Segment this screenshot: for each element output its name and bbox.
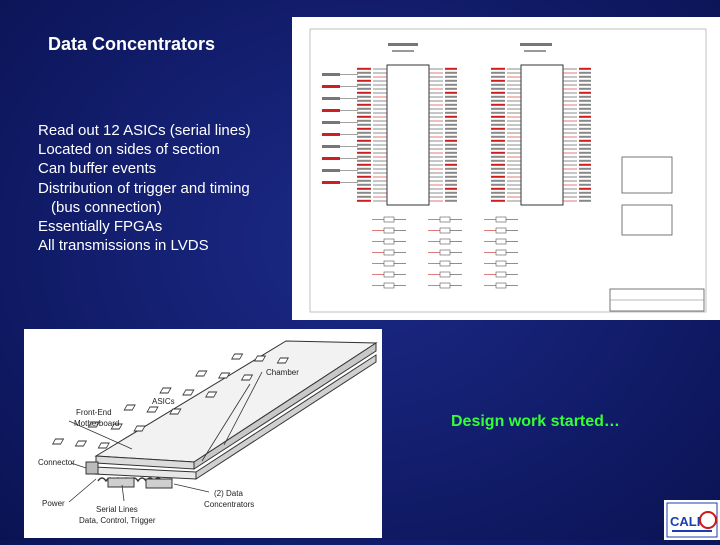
label-motherboard: Motherboard — [74, 419, 119, 428]
asic-chip — [169, 408, 182, 415]
asic-chip — [182, 389, 195, 396]
calice-logo: CALI — [664, 500, 720, 540]
bullet-item: All transmissions in LVDS — [38, 237, 209, 255]
chamber-drawing: Chamber ASICs Front-End Motherboard Conn… — [38, 340, 378, 525]
schematic-drawing — [309, 28, 707, 313]
asic-chip — [87, 421, 101, 428]
data-concentrator — [107, 477, 135, 488]
connector — [85, 461, 99, 475]
label-chamber: Chamber — [266, 368, 299, 377]
schematic-image — [292, 17, 720, 320]
bullet-item: Located on sides of section — [38, 141, 220, 159]
asic-chip — [240, 374, 254, 381]
slide-title: Data Concentrators — [48, 34, 216, 54]
asic-chip — [276, 357, 289, 364]
bullet-item: Can buffer events — [38, 160, 157, 178]
asic-chip — [230, 353, 244, 360]
label-serial-lines: Serial Lines — [96, 505, 138, 514]
asic-chip — [195, 370, 208, 377]
motherboard-front — [93, 466, 197, 480]
asic-chip — [123, 404, 136, 411]
bullet-item: (bus connection) — [51, 198, 162, 216]
calice-logo-icon: CALI — [666, 502, 718, 538]
asic-chip — [51, 438, 65, 445]
bullet-item: Read out 12 ASICs (serial lines) — [38, 122, 251, 139]
label-asics: ASICs — [152, 397, 175, 406]
label-front-end: Front-End — [76, 408, 112, 417]
asic-chip — [110, 423, 123, 430]
chamber-diagram: Chamber ASICs Front-End Motherboard Conn… — [24, 329, 382, 538]
asic-chip — [133, 425, 146, 432]
bullet-list: Read out 12 ASICs (serial lines) Located… — [38, 121, 251, 255]
svg-text:CALI: CALI — [670, 514, 700, 529]
asic-grid — [51, 353, 289, 449]
label-data-concentrators-2: Concentrators — [204, 500, 254, 509]
asic-chip — [159, 387, 172, 394]
bullet-item: Distribution of trigger and timing — [38, 179, 250, 197]
asic-chip — [218, 372, 231, 379]
label-serial-desc: Data, Control, Trigger — [79, 516, 156, 525]
asic-chip — [74, 440, 88, 447]
label-data-concentrators: (2) Data — [214, 489, 243, 498]
label-connector: Connector — [38, 458, 75, 467]
chamber-side-face — [193, 342, 377, 470]
asic-chip — [253, 355, 267, 362]
status-text: Design work started… — [451, 413, 620, 430]
asic-chip — [205, 391, 218, 398]
motherboard-side — [195, 354, 377, 480]
label-power: Power — [42, 499, 65, 508]
asic-chip — [146, 406, 159, 413]
bullet-item: Essentially FPGAs — [38, 218, 163, 236]
asic-chip — [97, 442, 110, 449]
data-concentrator — [145, 478, 173, 489]
